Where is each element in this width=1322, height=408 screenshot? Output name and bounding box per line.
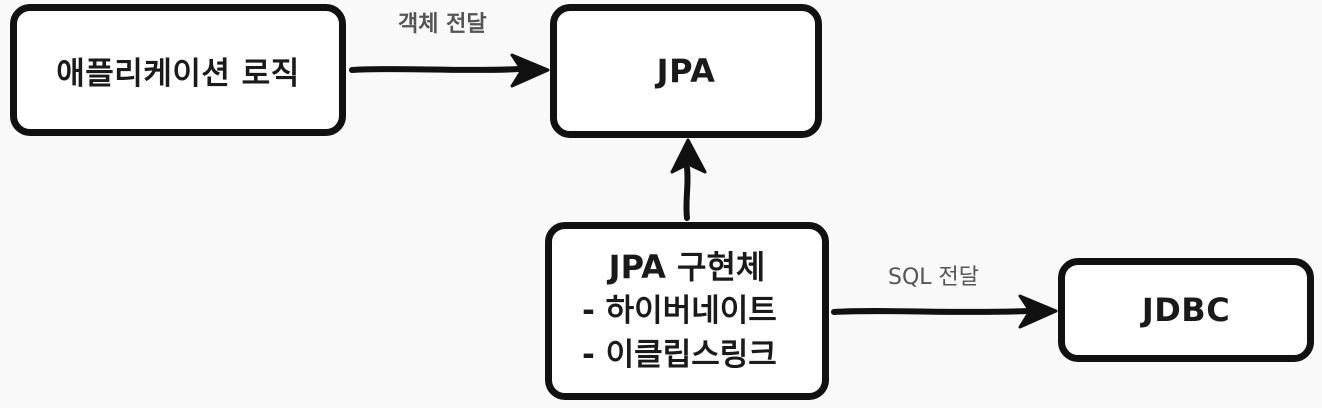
node-jpa-implementation-item: - 이클립스링크 — [582, 337, 777, 373]
edge-label-sql-transfer: SQL 전달 — [888, 265, 980, 290]
node-jpa-label: JPA — [656, 52, 716, 90]
node-application-logic-label: 애플리케이션 로직 — [56, 55, 300, 92]
arrow-impl-to-jdbc — [831, 294, 1058, 329]
node-application-logic: 애플리케이션 로직 — [10, 4, 346, 136]
arrow-app-to-jpa — [349, 53, 550, 88]
node-jpa-implementation-title: JPA 구현체 — [608, 248, 766, 286]
node-jdbc-label: JDBC — [1141, 291, 1231, 329]
edge-label-object-transfer: 객체 전달 — [398, 12, 487, 37]
node-jpa: JPA — [550, 4, 822, 138]
node-jdbc: JDBC — [1058, 258, 1314, 362]
node-jpa-implementation-item: - 하이버네이트 — [582, 293, 777, 329]
arrow-impl-to-jpa — [670, 138, 707, 221]
node-jpa-implementation: JPA 구현체 - 하이버네이트 - 이클립스링크 — [545, 222, 829, 400]
